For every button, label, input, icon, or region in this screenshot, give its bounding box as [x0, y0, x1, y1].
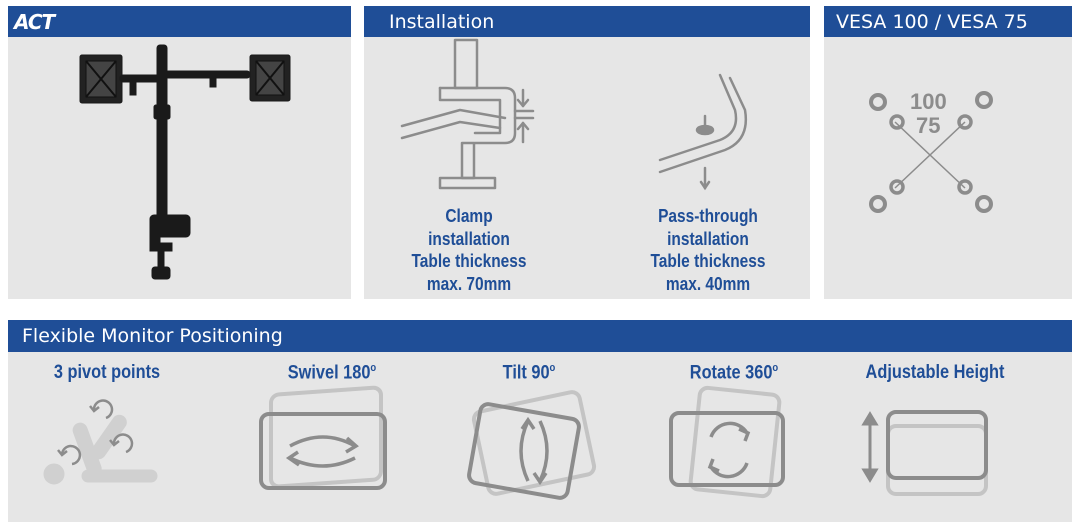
- pivot-points-icon: [43, 399, 158, 485]
- installation-header: Installation: [364, 6, 810, 37]
- product-panel: [8, 6, 351, 299]
- clamp-caption: Clamp installation Table thickness max. …: [400, 205, 538, 295]
- pass-caption-line-1: Pass-through: [658, 206, 758, 226]
- clamp-caption-line-4: max. 70mm: [426, 273, 512, 294]
- feature-height-label: Adjustable Height: [865, 362, 1005, 383]
- vesa-panel: [824, 6, 1072, 299]
- degree-mark: o: [772, 362, 779, 374]
- positioning-title: Flexible Monitor Positioning: [22, 325, 283, 347]
- clamp-caption-line-3: Table thickness: [411, 251, 527, 271]
- clamp-installation-icon: [400, 38, 535, 190]
- vesa-pattern-icon: [869, 91, 993, 213]
- feature-pivot-points: 3 pivot points: [47, 362, 167, 384]
- adjustable-height-icon: [861, 410, 988, 496]
- degree-mark: o: [549, 362, 556, 374]
- feature-swivel-label: Swivel 180: [287, 362, 371, 384]
- feature-swivel: Swivel 180o: [272, 362, 392, 384]
- positioning-header: Flexible Monitor Positioning: [8, 320, 1072, 352]
- feature-pivot-label: 3 pivot points: [53, 362, 161, 383]
- pass-through-installation-icon: [658, 73, 748, 191]
- clamp-caption-line-2: installation: [428, 228, 510, 249]
- act-logo: ACT: [14, 10, 55, 34]
- vesa-75-label: 75: [916, 113, 941, 138]
- vesa-100-label: 100: [910, 89, 947, 114]
- pass-caption-line-3: Table thickness: [650, 251, 766, 271]
- feature-rotate: Rotate 360o: [674, 362, 794, 384]
- swivel-icon: [259, 385, 387, 490]
- tilt-icon: [467, 390, 597, 500]
- installation-panel: [364, 6, 810, 299]
- feature-adjustable-height: Adjustable Height: [858, 362, 1013, 384]
- degree-mark: o: [370, 362, 377, 374]
- vesa-header: VESA 100 / VESA 75: [824, 6, 1072, 37]
- installation-title: Installation: [389, 10, 495, 33]
- monitor-arm-image: [79, 44, 291, 280]
- rotate-icon: [669, 385, 785, 499]
- pass-caption-line-4: max. 40mm: [665, 273, 751, 294]
- feature-tilt-label: Tilt 90: [502, 362, 550, 384]
- brand-bar: ACT: [8, 6, 351, 37]
- pass-caption-line-2: installation: [667, 228, 749, 249]
- clamp-caption-line-1: Clamp: [445, 206, 493, 226]
- feature-tilt: Tilt 90o: [469, 362, 589, 384]
- pass-through-caption: Pass-through installation Table thicknes…: [639, 205, 777, 295]
- vesa-title: VESA 100 / VESA 75: [836, 10, 1028, 33]
- feature-rotate-label: Rotate 360: [689, 362, 773, 384]
